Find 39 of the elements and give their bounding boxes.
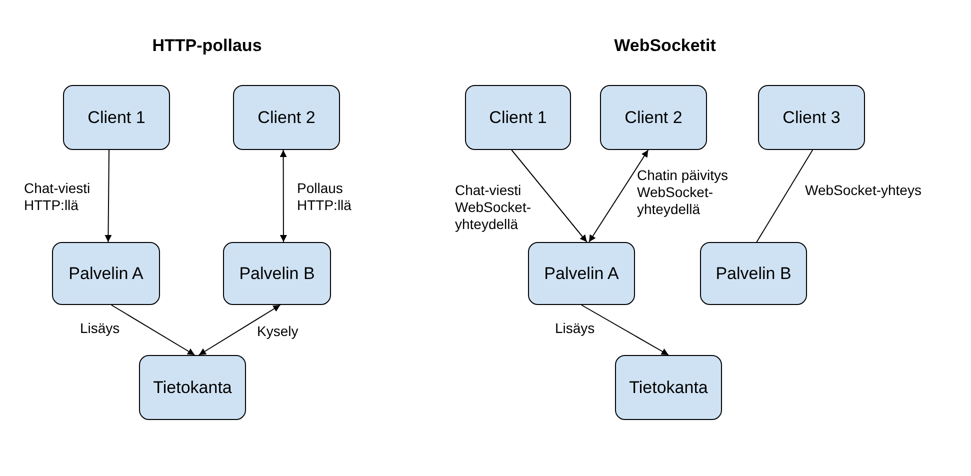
arrow xyxy=(104,150,112,242)
node-label: Client 2 xyxy=(624,108,682,128)
edge-label: Chat-viesti HTTP:llä xyxy=(24,180,92,214)
process-box xyxy=(52,242,160,305)
arrow xyxy=(198,304,281,356)
node-label: Client 1 xyxy=(489,108,547,128)
node-label: Tietokanta xyxy=(629,378,708,398)
process-box xyxy=(758,85,865,150)
arrow xyxy=(511,150,588,242)
edge-label: Chatin päivitys WebSocket-yhteydellä xyxy=(637,167,730,218)
node-label: Client 2 xyxy=(258,108,316,128)
edge-label: Pollaus HTTP:llä xyxy=(297,180,352,214)
edge-label: Lisäys xyxy=(555,320,596,337)
edge-label: Chat-viesti WebSocket-yhteydellä xyxy=(455,182,532,233)
arrow xyxy=(110,304,196,356)
node-label: Palvelin B xyxy=(239,264,315,284)
node-label: Tietokanta xyxy=(153,378,232,398)
process-box xyxy=(600,85,707,150)
arrow xyxy=(588,150,649,242)
node-label: Palvelin A xyxy=(68,264,144,284)
process-box xyxy=(528,242,635,305)
process-box xyxy=(139,355,246,420)
edge-label: Lisäys xyxy=(80,320,121,337)
node-label: Client 3 xyxy=(782,108,840,128)
process-box xyxy=(700,242,807,305)
section-heading: WebSocketit xyxy=(614,36,716,56)
node-label: Palvelin B xyxy=(716,264,792,284)
edge-label: Kysely xyxy=(257,323,300,340)
node-label: Palvelin A xyxy=(544,264,619,284)
process-box xyxy=(223,242,331,305)
section-heading: HTTP-pollaus xyxy=(152,36,262,56)
process-box xyxy=(63,85,170,150)
arrow xyxy=(581,304,669,356)
process-box xyxy=(233,85,340,150)
edge-label: WebSocket-yhteys xyxy=(805,182,922,199)
node-label: Client 1 xyxy=(88,108,146,128)
process-box xyxy=(615,355,722,420)
arrow xyxy=(280,150,287,242)
process-box xyxy=(465,85,571,150)
